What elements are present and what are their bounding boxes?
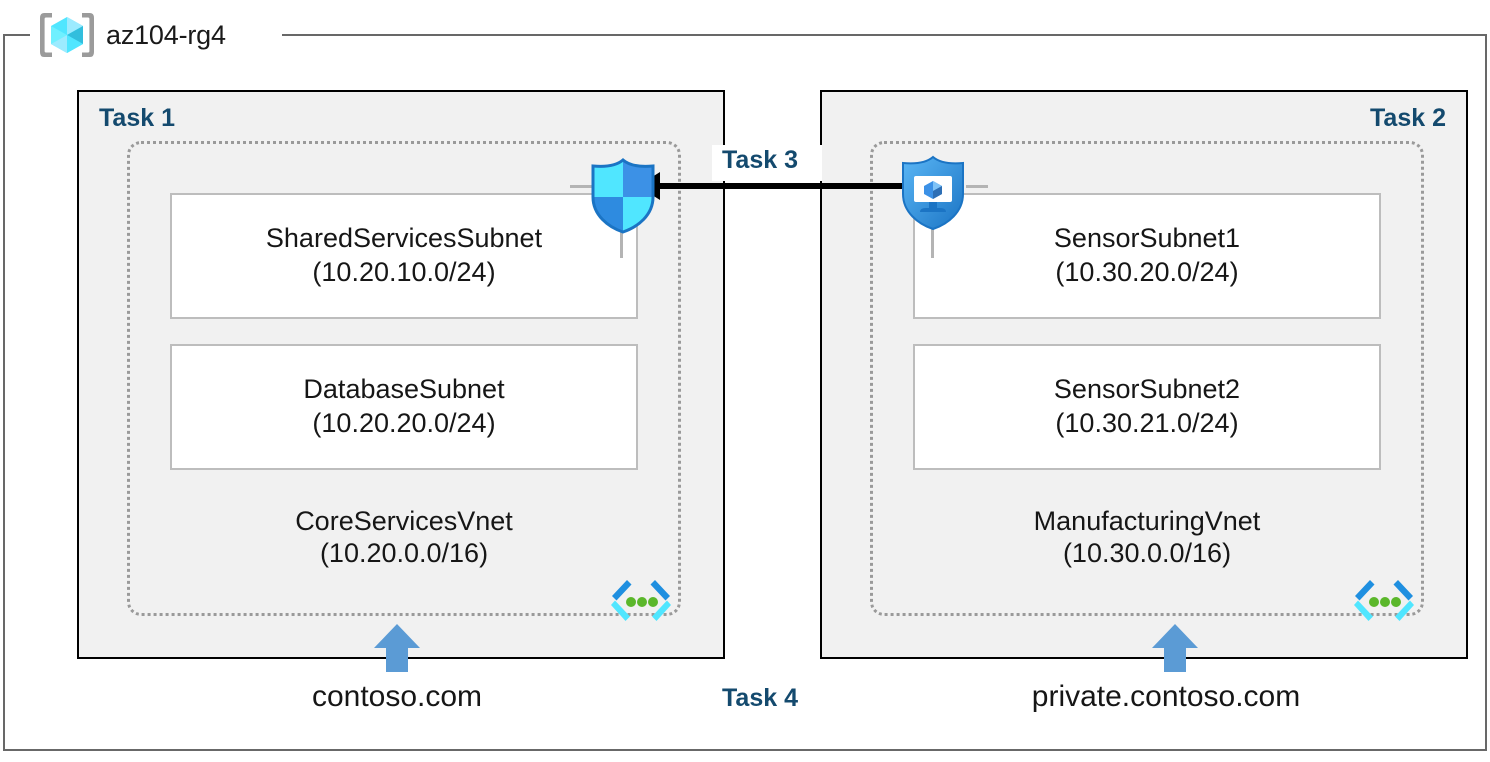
subnet-cidr: (10.30.21.0/24) (1055, 408, 1239, 438)
task-panel-left: Task 1 SharedServicesSubnet (10.20.10.0/… (77, 90, 725, 659)
resource-group-frame (3, 34, 1487, 751)
subnet-name: DatabaseSubnet (303, 374, 505, 405)
vnet-caption-manufacturing: ManufacturingVnet (10.30.0.0/16) (873, 506, 1421, 570)
subnet-name: SensorSubnet2 (1053, 374, 1241, 405)
resource-group-name: az104-rg4 (106, 19, 226, 50)
task-3-label: Task 3 (722, 146, 798, 174)
subnet-box-sensor2: SensorSubnet2 (10.30.21.0/24) (913, 344, 1381, 470)
subnet-name: SharedServicesSubnet (265, 223, 543, 254)
subnet-cidr: (10.20.10.0/24) (312, 257, 496, 287)
vnet-name: CoreServicesVnet (295, 506, 513, 536)
task-2-label: Task 2 (1370, 104, 1446, 132)
virtual-network-icon (611, 580, 671, 621)
defender-endpoint-shield-icon (902, 155, 964, 231)
vnet-cidr: (10.30.0.0/16) (1062, 537, 1232, 568)
subnet-cidr: (10.20.20.0/24) (312, 408, 496, 438)
dns-zone-label-private-contoso: private.contoso.com (1031, 680, 1301, 713)
up-arrow-icon (374, 624, 420, 672)
subnet-box-sensor1: SensorSubnet1 (10.30.20.0/24) (913, 193, 1381, 319)
vnet-caption-coreservices: CoreServicesVnet (10.20.0.0/16) (130, 506, 678, 570)
subnet-box-database: DatabaseSubnet (10.20.20.0/24) (170, 344, 638, 470)
nsg-connector-stub (570, 185, 592, 188)
defender-connector-stub (966, 185, 988, 188)
task-3-label-mask (712, 145, 822, 181)
task-4-label: Task 4 (722, 684, 798, 712)
subnet-box-sharedservices: SharedServicesSubnet (10.20.10.0/24) (170, 193, 638, 319)
subnet-cidr: (10.30.20.0/24) (1055, 257, 1239, 287)
vnet-cidr: (10.20.0.0/16) (319, 537, 489, 568)
up-arrow-icon (1152, 624, 1198, 672)
network-security-group-shield-icon (591, 158, 655, 234)
task-1-label: Task 1 (99, 104, 175, 132)
resource-group-header: az104-rg4 (38, 6, 226, 64)
task-panel-right: Task 2 SensorSubnet1 (10.30.20.0/24) Sen… (820, 90, 1468, 659)
defender-connector-stem (931, 228, 934, 258)
subnet-name: SensorSubnet1 (1053, 223, 1241, 254)
resource-group-cube-icon (40, 13, 94, 57)
virtual-network-icon (1354, 580, 1414, 621)
vnet-name: ManufacturingVnet (1033, 506, 1261, 536)
peering-line (655, 183, 910, 189)
nsg-connector-stem (620, 228, 623, 258)
vnet-container-coreservices: SharedServicesSubnet (10.20.10.0/24) Dat… (127, 141, 681, 621)
dns-zone-label-contoso: contoso.com (311, 680, 483, 713)
vnet-container-manufacturing: SensorSubnet1 (10.30.20.0/24) SensorSubn… (870, 141, 1424, 621)
